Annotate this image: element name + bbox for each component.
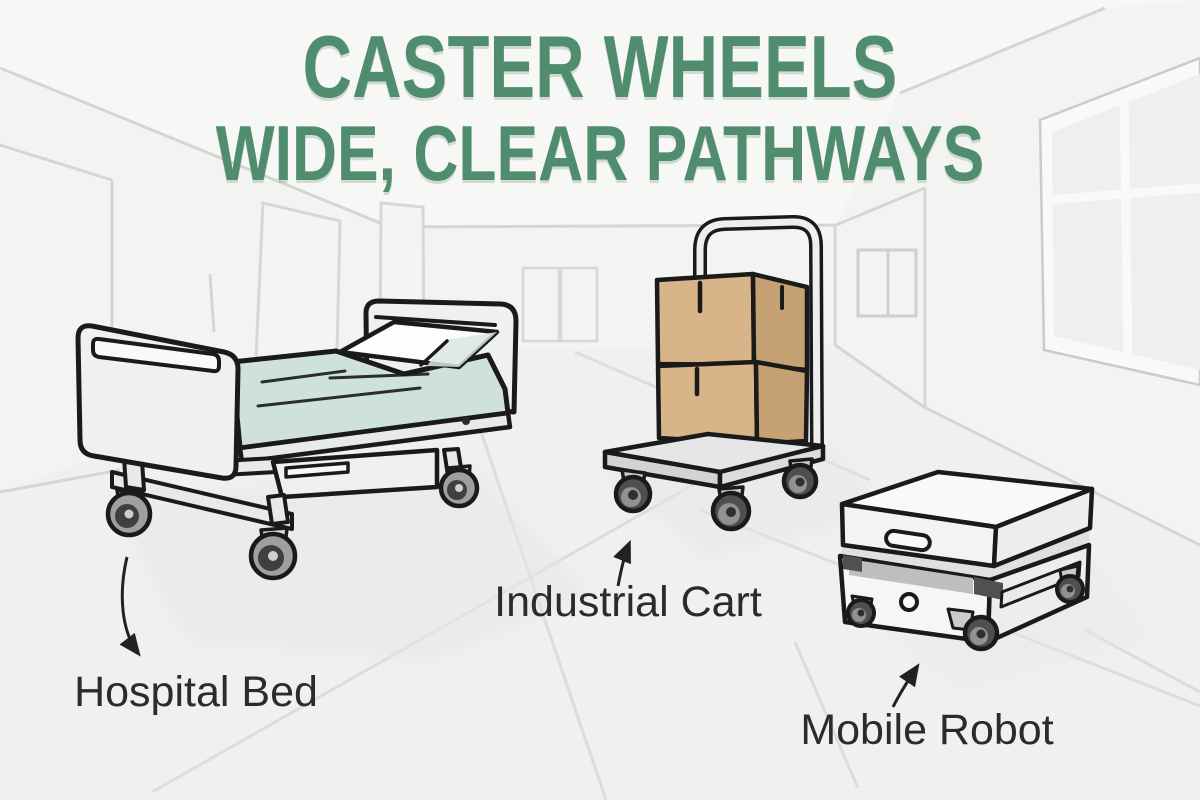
annotation-arrows xyxy=(119,539,920,708)
caster-wheel xyxy=(248,526,298,581)
caster-wheel xyxy=(710,485,752,532)
caster-wheel xyxy=(846,594,876,628)
cart-platform xyxy=(602,431,826,490)
hospital-bed-label: Hospital Bed xyxy=(74,668,318,716)
ceiling-plane xyxy=(0,0,1200,227)
left-door xyxy=(254,201,342,360)
large-window xyxy=(1038,56,1200,387)
arrow-to-industrial-cart xyxy=(613,539,631,587)
caster-wheel xyxy=(781,457,819,500)
page-title-line-2: WIDE, CLEAR PATHWAYS xyxy=(215,109,985,197)
caster-wheel xyxy=(1055,564,1085,604)
double-door xyxy=(521,266,599,343)
bed-pillow xyxy=(337,319,500,370)
page-title-line-1: CASTER WHEELS xyxy=(302,17,898,116)
robot-lid xyxy=(839,469,1095,569)
caster-wheel xyxy=(613,468,653,514)
mobile-robot-illustration xyxy=(837,469,1095,652)
hospital-bed-illustration xyxy=(75,298,519,581)
industrial-cart-illustration xyxy=(602,215,826,532)
bed-drawer xyxy=(270,447,440,500)
caster-wheel xyxy=(105,488,153,538)
arrow-to-hospital-bed xyxy=(119,556,141,657)
cart-boxes xyxy=(654,271,810,447)
industrial-cart-label: Industrial Cart xyxy=(494,578,762,626)
caster-wheel xyxy=(946,607,1000,652)
mobile-robot-label: Mobile Robot xyxy=(800,706,1054,754)
arrow-to-mobile-robot xyxy=(891,663,920,708)
caster-wheel xyxy=(438,464,480,509)
small-window xyxy=(856,248,918,318)
cart-handle xyxy=(693,215,824,460)
